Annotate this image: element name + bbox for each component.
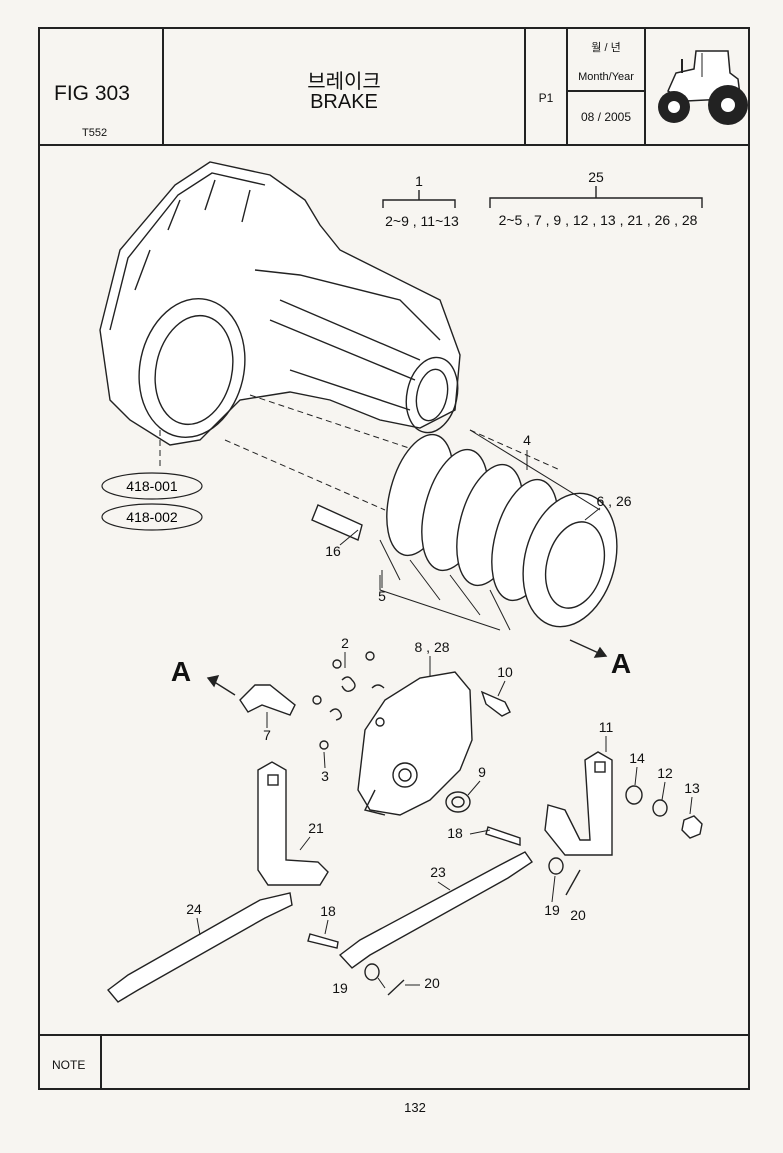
date-cell: 월 / 년 Month/Year 08 / 2005 — [568, 29, 646, 144]
date-divider — [568, 90, 644, 92]
ref-418-001: 418-001 — [101, 472, 203, 500]
callout-13: 13 — [684, 780, 700, 796]
group-25-range: 2~5 , 7 , 9 , 12 , 13 , 21 , 26 , 28 — [499, 212, 698, 228]
tractor-icon — [658, 50, 748, 125]
callout-21: 21 — [308, 820, 324, 836]
callout-11: 11 — [599, 719, 614, 735]
callout-3: 3 — [321, 768, 329, 784]
callout-10: 10 — [497, 664, 513, 680]
seal-9 — [445, 791, 471, 813]
callout-4: 4 — [523, 432, 531, 448]
title-english: BRAKE — [310, 91, 378, 113]
fig-number: FIG 303 — [54, 82, 130, 105]
date-label: Month/Year — [578, 71, 634, 83]
actuator-7 — [239, 684, 296, 716]
note-label-cell: NOTE — [40, 1036, 102, 1090]
callout-8-28: 8 , 28 — [414, 639, 449, 655]
brake-disc-stack — [379, 429, 618, 631]
title-korean: 브레이크 — [307, 71, 381, 93]
brake-cover — [357, 671, 473, 816]
arrow-a-left-label: A — [171, 656, 191, 687]
ref-label: 418-001 — [126, 478, 178, 494]
callout-24: 24 — [186, 901, 202, 917]
header: FIG 303 T552 브레이크 BRAKE P1 월 / 년 Month/Y… — [40, 29, 748, 146]
pin-16 — [311, 504, 363, 541]
callout-23: 23 — [430, 864, 446, 880]
ref-418-002: 418-002 — [101, 503, 203, 531]
callout-12: 12 — [657, 765, 673, 781]
tractor-cell — [646, 29, 748, 144]
group-1-number: 1 — [415, 173, 423, 189]
bracket-21 — [257, 761, 329, 886]
callout-16: 16 — [325, 543, 341, 559]
group-25-number: 25 — [588, 169, 604, 185]
group-1-range: 2~9 , 11~13 — [385, 213, 459, 229]
callout-18-upper: 18 — [447, 825, 463, 841]
callout-9: 9 — [478, 764, 486, 780]
callout-7: 7 — [263, 727, 271, 743]
pin-18-lower — [307, 933, 339, 949]
callout-2: 2 — [341, 635, 349, 651]
washer-19-lower — [364, 963, 380, 981]
bracket-11 — [544, 751, 613, 856]
washer-14 — [625, 785, 643, 805]
page-code: P1 — [538, 91, 554, 105]
rod-23 — [338, 851, 533, 969]
callout-19-lower: 19 — [332, 980, 348, 996]
note-row: NOTE — [40, 1034, 748, 1090]
date-value: 08 / 2005 — [580, 110, 632, 124]
pin-18-upper — [485, 826, 521, 846]
callout-6-26: 6 , 26 — [596, 493, 631, 509]
date-label-korean: 월 / 년 — [591, 42, 621, 54]
brake-housing — [99, 161, 461, 446]
washer-19-upper — [548, 857, 564, 875]
clip-20-lower — [387, 979, 405, 996]
clip-20-upper — [565, 869, 581, 896]
bracket-25 — [489, 186, 703, 208]
page-frame: FIG 303 T552 브레이크 BRAKE P1 월 / 년 Month/Y… — [38, 27, 750, 1090]
arrow-a-right-label: A — [611, 648, 631, 679]
model-code: T552 — [82, 127, 108, 139]
callout-18-lower: 18 — [320, 903, 336, 919]
bolt-10 — [480, 690, 511, 717]
ref-label: 418-002 — [126, 509, 178, 525]
page-code-cell: P1 — [526, 29, 568, 144]
title-cell: 브레이크 BRAKE — [164, 29, 526, 144]
nut-13 — [681, 815, 703, 839]
washer-12 — [652, 799, 668, 817]
callout-19-upper: 19 — [544, 902, 560, 918]
callout-14: 14 — [629, 750, 645, 766]
note-label: NOTE — [52, 1058, 86, 1072]
bracket-1 — [382, 190, 456, 208]
callout-5: 5 — [378, 588, 386, 604]
callout-20-upper: 20 — [570, 907, 586, 923]
rod-24 — [106, 892, 293, 1003]
callout-20-lower: 20 — [424, 975, 440, 991]
fig-cell: FIG 303 T552 — [40, 29, 164, 144]
page-number: 132 — [404, 1100, 426, 1115]
